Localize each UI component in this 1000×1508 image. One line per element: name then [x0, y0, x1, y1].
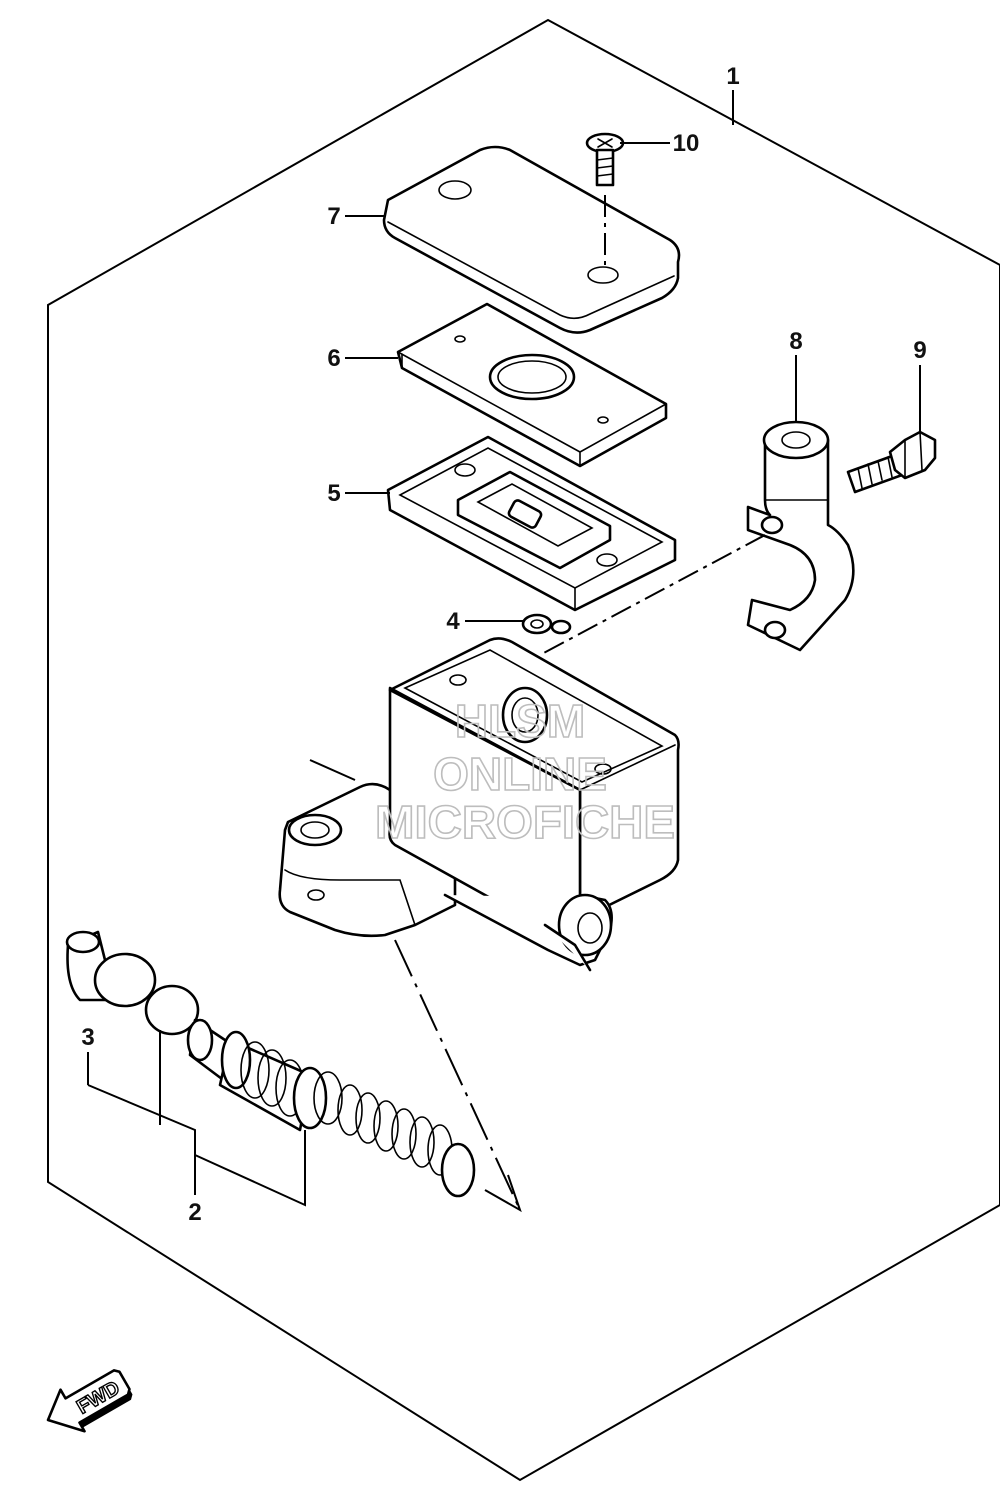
master-cylinder-body [278, 637, 680, 972]
callout-8: 8 [789, 328, 802, 355]
watermark: HLSM ONLINE MICROFICHE [374, 694, 676, 849]
callout-6: 6 [327, 345, 340, 372]
part-8-clamp[interactable] [746, 420, 855, 652]
leader-lines [87, 90, 921, 1213]
watermark-line-3: MICROFICHE [375, 796, 675, 848]
fwd-arrow-icon: FWD [46, 1369, 133, 1433]
watermark-line-2: ONLINE [433, 748, 607, 800]
callout-1: 1 [726, 63, 739, 90]
assembly-outline [47, 18, 1000, 1482]
part-3-piston-cup[interactable] [65, 930, 200, 1036]
part-2-piston-spring[interactable] [186, 1018, 476, 1198]
part-6-diaphragm-plate[interactable] [396, 302, 668, 468]
part-5-diaphragm[interactable] [386, 435, 677, 612]
part-4-clip[interactable] [521, 613, 572, 635]
callout-4: 4 [446, 608, 460, 635]
callout-5: 5 [327, 480, 340, 507]
part-9-bolt[interactable] [846, 430, 937, 494]
part-7-reservoir-cap[interactable] [382, 145, 681, 334]
callout-labels: 1 10 7 6 5 4 8 9 3 2 [81, 63, 926, 1226]
callout-7: 7 [327, 203, 340, 230]
callout-9: 9 [913, 337, 926, 364]
watermark-line-1: HLSM [455, 695, 585, 747]
callout-10: 10 [673, 130, 700, 157]
part-10-screw[interactable] [585, 132, 625, 187]
callout-2: 2 [188, 1199, 201, 1226]
callout-3: 3 [81, 1024, 94, 1051]
